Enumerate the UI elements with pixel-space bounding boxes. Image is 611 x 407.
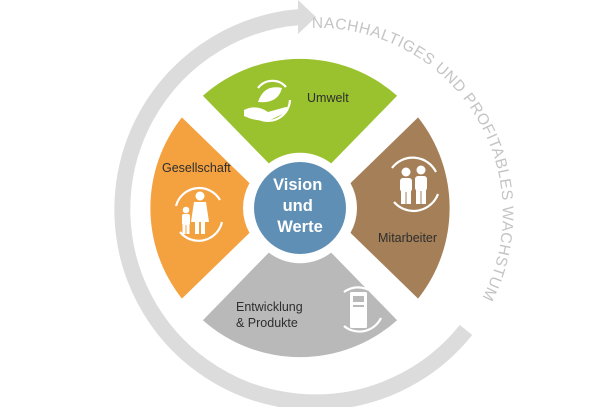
- segment-umwelt: Umwelt: [202, 58, 398, 164]
- center-label-line: und: [283, 197, 313, 215]
- segment-entwicklung-shape: [202, 252, 398, 358]
- segment-mitarbeiter-label-line: Mitarbeiter: [378, 231, 437, 245]
- family-icon: [174, 186, 224, 242]
- segment-entwicklung: Entwicklung & Produkte: [202, 252, 398, 358]
- segment-umwelt-shape: [202, 58, 398, 164]
- workers-icon: [391, 156, 440, 213]
- segment-gesellschaft: Gesellschaft: [150, 117, 250, 299]
- center-disc: [254, 162, 346, 254]
- segment-gesellschaft-label: Gesellschaft: [162, 161, 231, 175]
- segment-entwicklung-label-line: Entwicklung: [236, 300, 303, 314]
- segment-umwelt-label: Umwelt: [307, 91, 349, 105]
- center-vision-werte: Vision und Werte: [249, 157, 351, 259]
- segment-gesellschaft-label-line: Gesellschaft: [162, 161, 231, 175]
- center-label-line: Vision: [273, 176, 322, 194]
- growth-ring-arc: [114, 9, 473, 407]
- segment-mitarbeiter: Mitarbeiter: [350, 117, 450, 299]
- growth-ring-arrowhead: [298, 0, 316, 34]
- segment-umwelt-label-line: Umwelt: [307, 91, 349, 105]
- segment-entwicklung-label: Entwicklung & Produkte: [236, 300, 306, 330]
- segment-mitarbeiter-label: Mitarbeiter: [378, 231, 437, 245]
- hands-leaf-icon: [244, 79, 292, 123]
- segment-entwicklung-label-line: & Produkte: [236, 316, 298, 330]
- product-unit-icon: [343, 286, 382, 333]
- center-label: Vision und Werte: [273, 176, 327, 236]
- center-label-line: Werte: [277, 218, 323, 236]
- growth-ring-arrow: [114, 0, 473, 407]
